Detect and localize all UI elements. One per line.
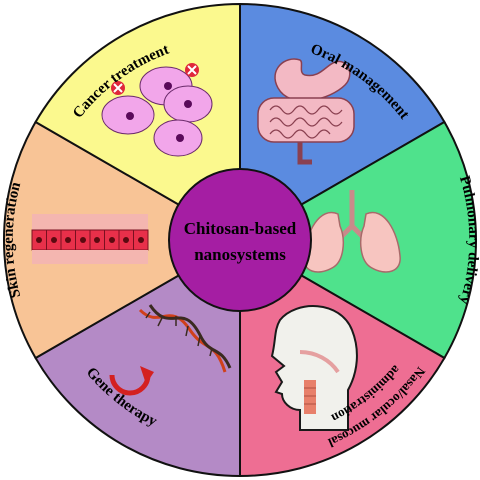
- digestive-system-icon: [257, 58, 355, 165]
- cancer-cells-icon: [101, 63, 213, 157]
- dna-helix-icon: [138, 304, 232, 373]
- segment-gene-therapy: [34, 238, 241, 478]
- center-circle: [168, 168, 312, 312]
- segment-pulmonary-delivery: [237, 120, 478, 360]
- circular-arrow-icon: [109, 366, 154, 396]
- close-badge-icon: [185, 63, 199, 77]
- head-profile-icon: [270, 305, 358, 431]
- center-title-line2: nanosystems: [194, 245, 286, 264]
- center-title-line1: Chitosan-based: [184, 219, 297, 238]
- skin-cells-icon: [31, 214, 149, 264]
- close-badge-icon: [111, 81, 125, 95]
- lungs-icon: [303, 190, 401, 273]
- segment-label-skin-regeneration: Skin regeneration: [1, 180, 25, 300]
